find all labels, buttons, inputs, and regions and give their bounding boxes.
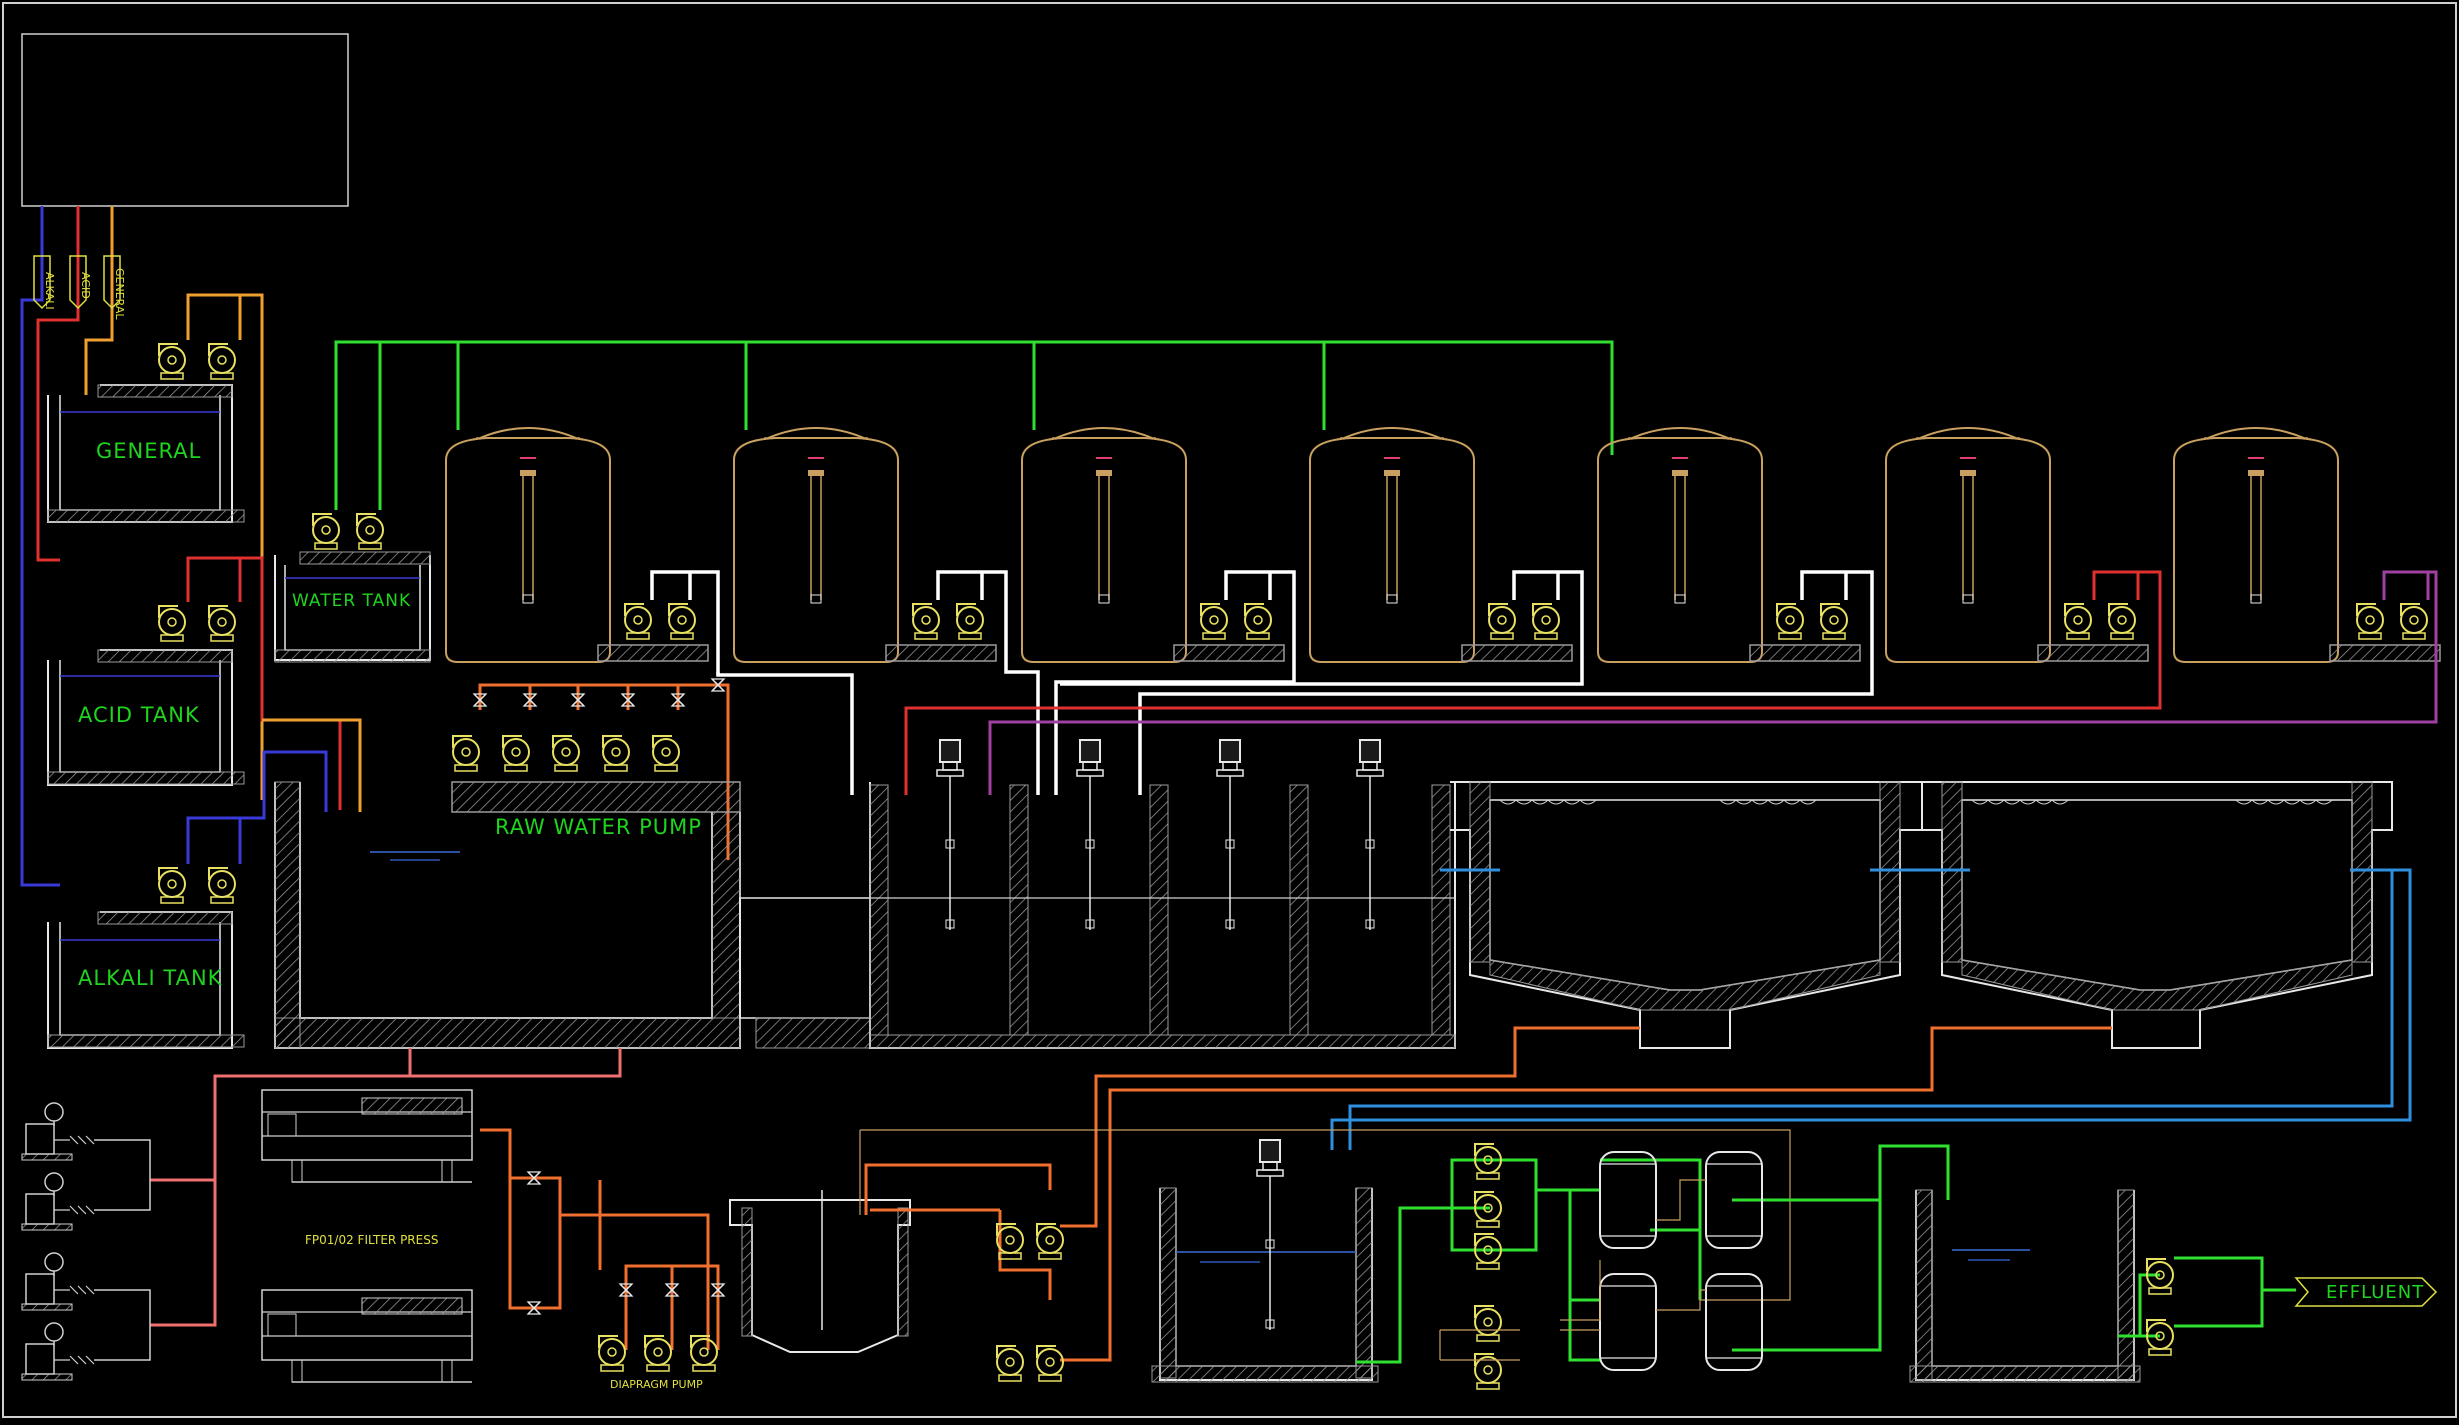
storage-vessel-1: [445, 427, 611, 663]
svg-text:ACID: ACID: [79, 272, 92, 299]
storage-vessel-2: [733, 427, 899, 663]
raw-water-pump-label: RAW WATER PUMP: [495, 815, 702, 839]
storage-vessel-4: [1309, 427, 1475, 663]
clarifier-1: [1450, 781, 1923, 1049]
water-header-line: [334, 340, 1614, 510]
svg-text:GENERAL: GENERAL: [113, 268, 126, 320]
general-tank-label: GENERAL: [96, 439, 201, 463]
storage-vessel-6: [1885, 427, 2051, 663]
filter-feed-pumps: [1439, 1143, 1520, 1390]
diaphragm-pumps: DIAPRAGM PUMP: [480, 1128, 725, 1391]
filter-drums: [1560, 1151, 1763, 1371]
water-tank: WATER TANK: [274, 513, 431, 663]
purple-return-line: [988, 570, 2438, 795]
general-tank: GENERAL: [47, 293, 264, 800]
alkali-tank: ALKALI TANK: [47, 750, 328, 1049]
neutralization-tank: [1151, 1139, 1379, 1383]
chemical-feed-lines: [20, 206, 114, 887]
effluent-arrow: [2294, 1277, 2438, 1307]
overflow-lines: [1330, 868, 2412, 1150]
raw-water-basin: [274, 781, 871, 1049]
tag-alkali: ALKALI: [33, 255, 56, 310]
transfer-pumps: [597, 603, 2441, 662]
title-block: [21, 33, 349, 207]
diaphragm-pump-label: DIAPRAGM PUMP: [610, 1378, 703, 1391]
storage-vessel-7: [2173, 427, 2339, 663]
filtrate-lines: [150, 1048, 622, 1327]
reaction-tanks: [740, 739, 1456, 1049]
storage-vessel-5: [1597, 427, 1763, 663]
filter-press-2: [261, 1289, 473, 1383]
filter-press-1: [261, 1089, 473, 1183]
tag-general: GENERAL: [103, 255, 126, 320]
svg-text:ALKALI: ALKALI: [43, 272, 56, 310]
storage-vessel-3: [1021, 427, 1187, 663]
tag-acid: ACID: [69, 255, 92, 309]
general-dosing-line: [262, 718, 362, 812]
acid-return-line: [904, 570, 2162, 795]
water-tank-label: WATER TANK: [292, 591, 411, 611]
acid-tank-label: ACID TANK: [78, 703, 200, 727]
effluent-label: EFFLUENT: [2326, 1282, 2424, 1303]
green-process-lines: [1356, 1144, 1950, 1364]
effluent-pumps: EFFLUENT: [2118, 1256, 2438, 1356]
alkali-tank-label: ALKALI TANK: [78, 966, 223, 990]
process-lines: [650, 570, 1874, 795]
sludge-transfer-pumps: [996, 1223, 1064, 1382]
sludge-lines: [1060, 1026, 2112, 1362]
filter-press-label: FP01/02 FILTER PRESS: [305, 1233, 438, 1247]
raw-water-pumps: RAW WATER PUMP: [452, 678, 730, 860]
dosing-pumps: [21, 1102, 151, 1381]
clarifier-2: [1922, 781, 2393, 1049]
final-tank: [1909, 1189, 2141, 1383]
sludge-thickener: [729, 1129, 1791, 1353]
